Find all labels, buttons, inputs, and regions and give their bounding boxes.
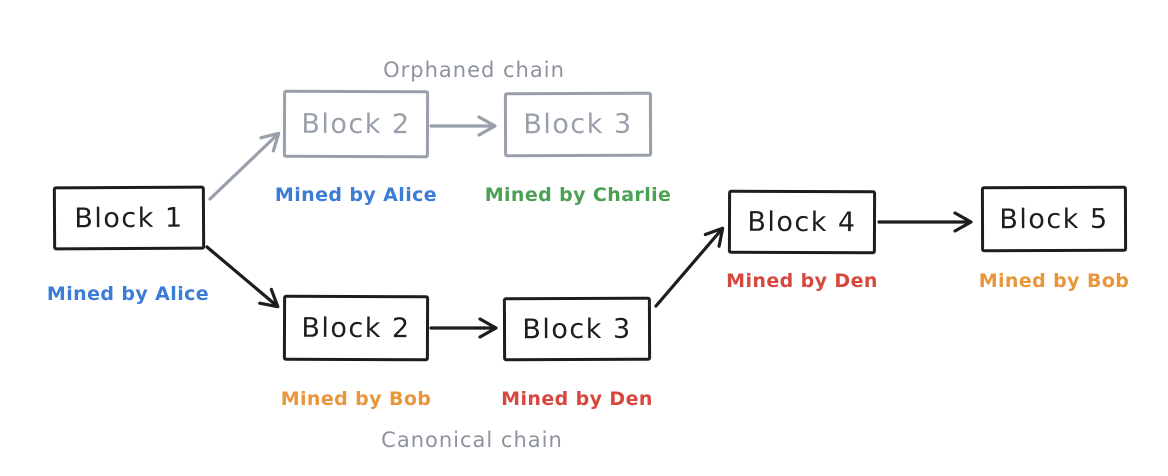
orphaned-chain-label: Orphaned chain	[383, 58, 565, 82]
miner-label-block-1: Mined by Alice	[46, 283, 210, 305]
orphaned-block-2: Block 2	[282, 89, 430, 159]
block-4-label: Block 4	[747, 206, 857, 238]
miner-label-orphaned-block-2: Mined by Alice	[274, 184, 438, 206]
canonical-block-2: Block 2	[282, 294, 430, 362]
orphaned-block-3: Block 3	[503, 91, 653, 158]
canonical-block-3-label: Block 3	[522, 313, 632, 345]
arrow-canonical-block3-to-block4	[654, 226, 725, 308]
block-5-label: Block 5	[999, 203, 1109, 235]
miner-label-block-4: Mined by Den	[726, 270, 878, 292]
block-1-label: Block 1	[74, 202, 184, 234]
canonical-block-3: Block 3	[502, 296, 652, 362]
canonical-block-2-label: Block 2	[301, 312, 411, 344]
miner-label-canonical-block-2: Mined by Bob	[280, 388, 432, 410]
block-5: Block 5	[980, 185, 1128, 253]
miner-label-canonical-block-3: Mined by Den	[501, 388, 653, 410]
miner-label-block-5: Mined by Bob	[978, 270, 1130, 292]
block-4: Block 4	[727, 189, 877, 255]
miner-label-orphaned-block-3: Mined by Charlie	[484, 184, 672, 206]
orphaned-block-3-label: Block 3	[523, 108, 633, 141]
orphaned-block-2-label: Block 2	[301, 108, 411, 140]
block-1: Block 1	[52, 185, 206, 251]
canonical-chain-label: Canonical chain	[381, 428, 563, 452]
